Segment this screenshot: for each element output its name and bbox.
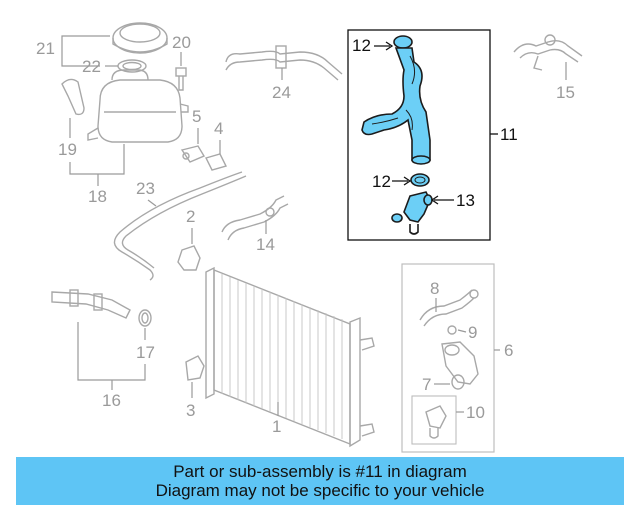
leader-18 bbox=[69, 144, 125, 175]
long-hose-part bbox=[113, 171, 243, 281]
reservoir-cap-part bbox=[112, 22, 168, 54]
callout-20: 20 bbox=[172, 33, 191, 52]
callout-14: 14 bbox=[256, 235, 275, 254]
callout-12-lower: 12 bbox=[372, 172, 391, 191]
hose-14-part bbox=[221, 195, 289, 241]
bracket-2-part bbox=[177, 245, 201, 271]
hose-8-part bbox=[419, 289, 479, 327]
callout-10: 10 bbox=[466, 403, 485, 422]
clamp-9-part bbox=[447, 325, 457, 335]
leader-12-lower bbox=[392, 176, 412, 186]
bypass-hose-part bbox=[225, 45, 343, 81]
coolant-pipe-16-part bbox=[51, 289, 131, 319]
expansion-tank-part bbox=[87, 69, 189, 143]
info-banner: Part or sub-assembly is #11 in diagram D… bbox=[16, 457, 624, 505]
callout-11: 11 bbox=[500, 125, 518, 144]
tank-hose-part bbox=[61, 78, 85, 116]
callout-4: 4 bbox=[214, 119, 223, 138]
o-ring-17-part bbox=[138, 309, 152, 327]
callout-5: 5 bbox=[192, 107, 201, 126]
leader-9 bbox=[457, 329, 467, 333]
sensor-5-part bbox=[180, 145, 206, 163]
callout-2: 2 bbox=[186, 207, 195, 226]
long-hose-part-outline bbox=[121, 175, 247, 269]
callout-18: 18 bbox=[88, 187, 107, 206]
callout-1: 1 bbox=[272, 417, 281, 436]
banner-line-1: Part or sub-assembly is #11 in diagram bbox=[173, 462, 467, 481]
callout-7: 7 bbox=[422, 375, 431, 394]
coolant-flange-part bbox=[441, 341, 479, 385]
highlight-box bbox=[347, 29, 491, 241]
callout-19: 19 bbox=[58, 140, 77, 159]
coolant-hose-15-part bbox=[513, 34, 583, 71]
callout-13: 13 bbox=[456, 191, 475, 210]
parts-diagram: 21 22 20 19 18 5 4 23 24 bbox=[36, 22, 583, 453]
callout-6: 6 bbox=[504, 341, 513, 360]
callout-9: 9 bbox=[468, 323, 477, 342]
callout-3: 3 bbox=[186, 401, 195, 420]
callout-16: 16 bbox=[102, 391, 121, 410]
o-ring-7-part bbox=[451, 374, 465, 390]
callout-21: 21 bbox=[36, 39, 55, 58]
leader-23 bbox=[147, 199, 157, 207]
sub-assembly-box-10 bbox=[411, 395, 457, 445]
leader-13 bbox=[430, 195, 454, 205]
callout-22: 22 bbox=[82, 57, 101, 76]
callout-23: 23 bbox=[136, 179, 155, 198]
sensor-bolt-part bbox=[175, 67, 187, 91]
fitting-10-part bbox=[425, 405, 447, 439]
sensor-4-part bbox=[204, 153, 228, 171]
sub-assembly-box-6 bbox=[401, 263, 495, 453]
callout-8: 8 bbox=[430, 279, 439, 298]
callout-17: 17 bbox=[136, 343, 155, 362]
callout-24: 24 bbox=[272, 83, 291, 102]
mount-3-part bbox=[185, 355, 205, 381]
leader-21 bbox=[61, 35, 110, 67]
radiator-part bbox=[205, 266, 375, 448]
leader-12-upper bbox=[374, 41, 394, 51]
upper-radiator-hose-assembly bbox=[361, 35, 433, 235]
banner-line-2: Diagram may not be specific to your vehi… bbox=[155, 481, 485, 500]
leader-16 bbox=[77, 322, 146, 381]
callout-15: 15 bbox=[556, 83, 575, 102]
callout-12-upper: 12 bbox=[352, 36, 371, 55]
